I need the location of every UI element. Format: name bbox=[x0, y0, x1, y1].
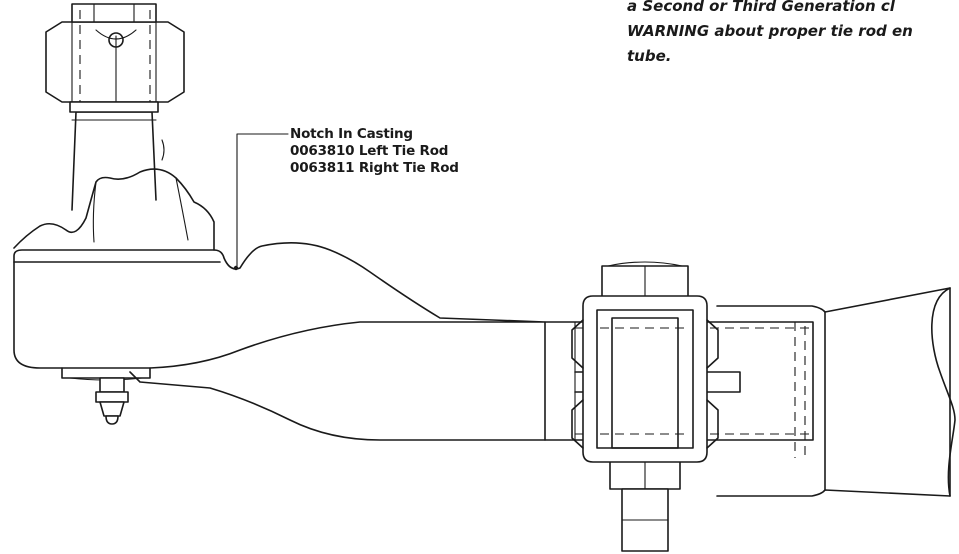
castle-nut bbox=[45, 3, 185, 113]
tie-rod-end-casting bbox=[13, 242, 546, 441]
callout-title: Notch In Casting bbox=[290, 126, 413, 142]
callout-left-part: 0063810 Left Tie Rod bbox=[290, 143, 449, 159]
ball-stud bbox=[71, 111, 165, 211]
grease-fitting bbox=[95, 377, 129, 425]
adjuster-tube bbox=[716, 287, 956, 497]
caption-line-1: a Second or Third Generation cl bbox=[627, 0, 895, 15]
dust-boot bbox=[13, 168, 215, 251]
caption-line-3: tube. bbox=[627, 47, 672, 65]
callout-right-part: 0063811 Right Tie Rod bbox=[290, 160, 459, 176]
callout-leader bbox=[233, 133, 289, 271]
clamp-band bbox=[571, 295, 719, 463]
caption-line-2: WARNING about proper tie rod en bbox=[627, 22, 913, 40]
